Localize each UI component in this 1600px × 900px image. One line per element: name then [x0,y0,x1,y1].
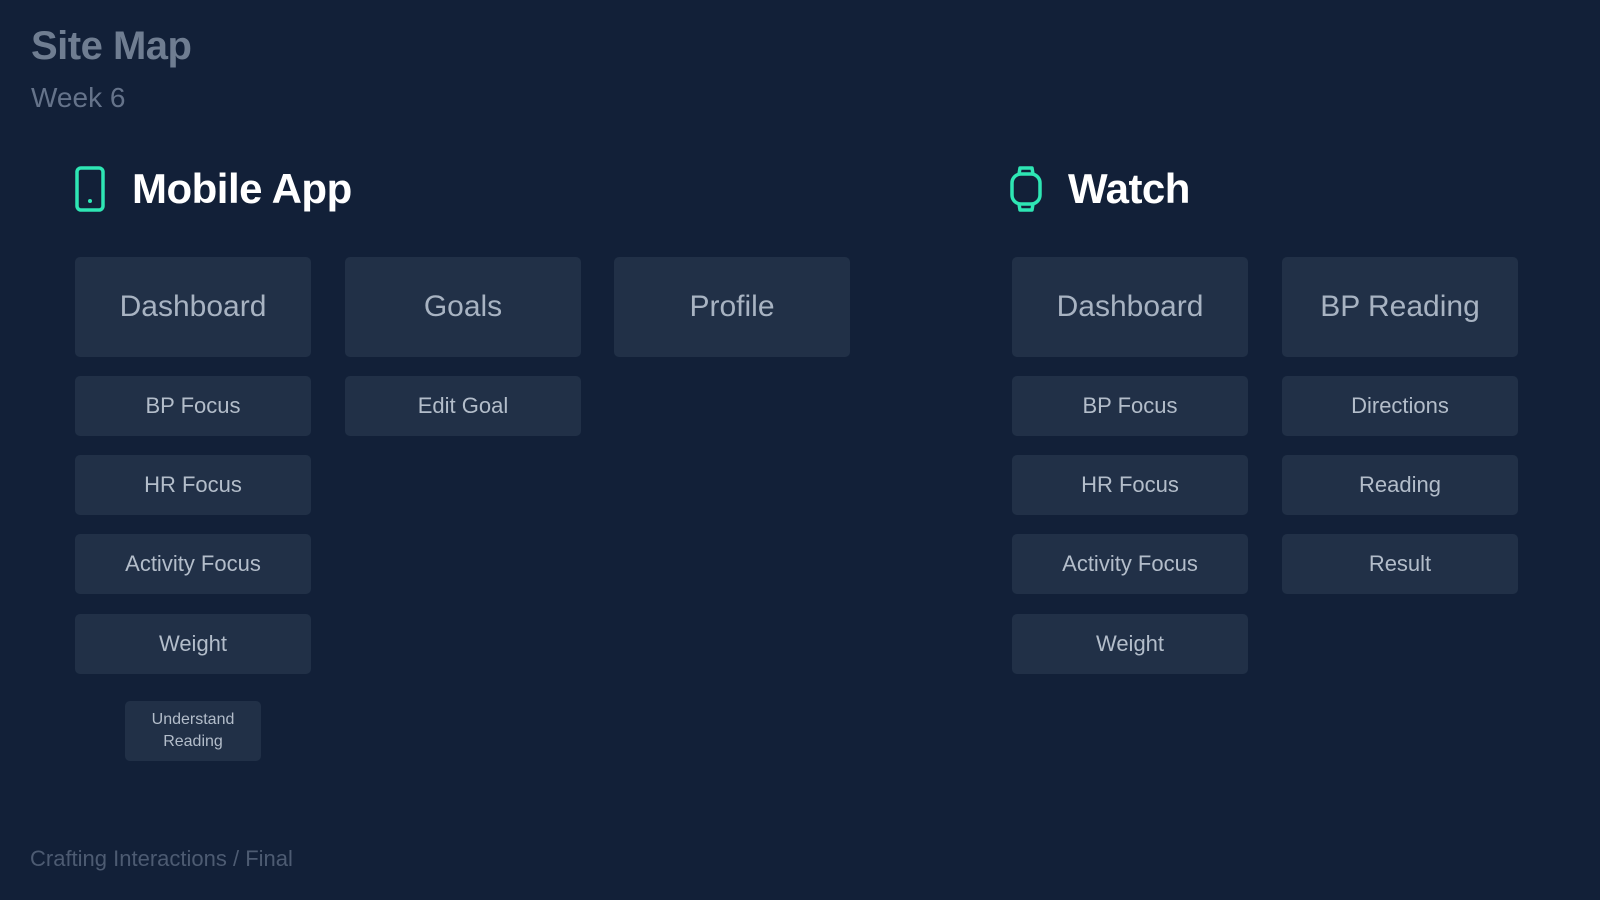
watch-icon [1008,163,1044,215]
mobile-bp-focus-node: BP Focus [75,376,311,436]
watch-weight-node: Weight [1012,614,1248,674]
watch-directions-node: Directions [1282,376,1518,436]
watch-header: Watch [1008,162,1190,216]
watch-reading-node: Reading [1282,455,1518,515]
watch-activity-focus-node: Activity Focus [1012,534,1248,594]
mobile-weight-node: Weight [75,614,311,674]
mobile-edit-goal-node: Edit Goal [345,376,581,436]
watch-dashboard-node: Dashboard [1012,257,1248,357]
mobile-activity-focus-node: Activity Focus [75,534,311,594]
watch-bp-focus-node: BP Focus [1012,376,1248,436]
mobile-understand-reading-node: Understand Reading [125,701,261,761]
mobile-dashboard-node: Dashboard [75,257,311,357]
mobile-hr-focus-node: HR Focus [75,455,311,515]
mobile-app-title: Mobile App [132,165,352,212]
watch-hr-focus-node: HR Focus [1012,455,1248,515]
mobile-app-header: Mobile App [72,162,352,216]
footer-text: Crafting Interactions / Final [30,846,293,871]
mobile-goals-node: Goals [345,257,581,357]
page-title: Site Map [31,24,192,68]
watch-title: Watch [1068,165,1190,212]
mobile-profile-node: Profile [614,257,850,357]
phone-icon [72,163,108,215]
watch-bp-reading-node: BP Reading [1282,257,1518,357]
watch-result-node: Result [1282,534,1518,594]
page-subtitle: Week 6 [31,82,126,113]
